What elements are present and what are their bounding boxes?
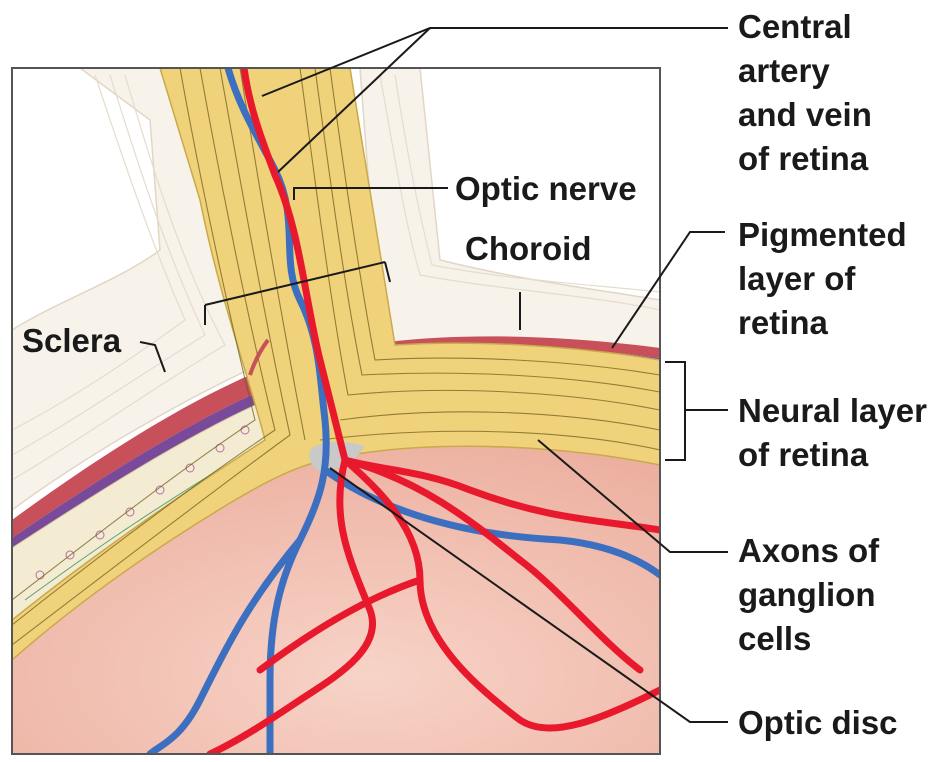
label-central-artery-vein-1: Central	[738, 8, 852, 45]
label-choroid: Choroid	[465, 230, 591, 267]
label-pigmented-layer-3: retina	[738, 304, 829, 341]
label-sclera: Sclera	[22, 322, 122, 359]
label-central-artery-vein-4: of retina	[738, 140, 869, 177]
label-neural-layer-1: Neural layer	[738, 392, 927, 429]
label-optic-nerve: Optic nerve	[455, 170, 637, 207]
label-pigmented-layer-2: layer of	[738, 260, 856, 297]
label-pigmented-layer-1: Pigmented	[738, 216, 907, 253]
label-neural-layer-2: of retina	[738, 436, 869, 473]
label-central-artery-vein-3: and vein	[738, 96, 872, 133]
label-axons-ganglion-2: ganglion	[738, 576, 875, 613]
label-central-artery-vein-2: artery	[738, 52, 830, 89]
label-axons-ganglion-1: Axons of	[738, 532, 880, 569]
label-optic-disc: Optic disc	[738, 704, 898, 741]
label-axons-ganglion-3: cells	[738, 620, 811, 657]
